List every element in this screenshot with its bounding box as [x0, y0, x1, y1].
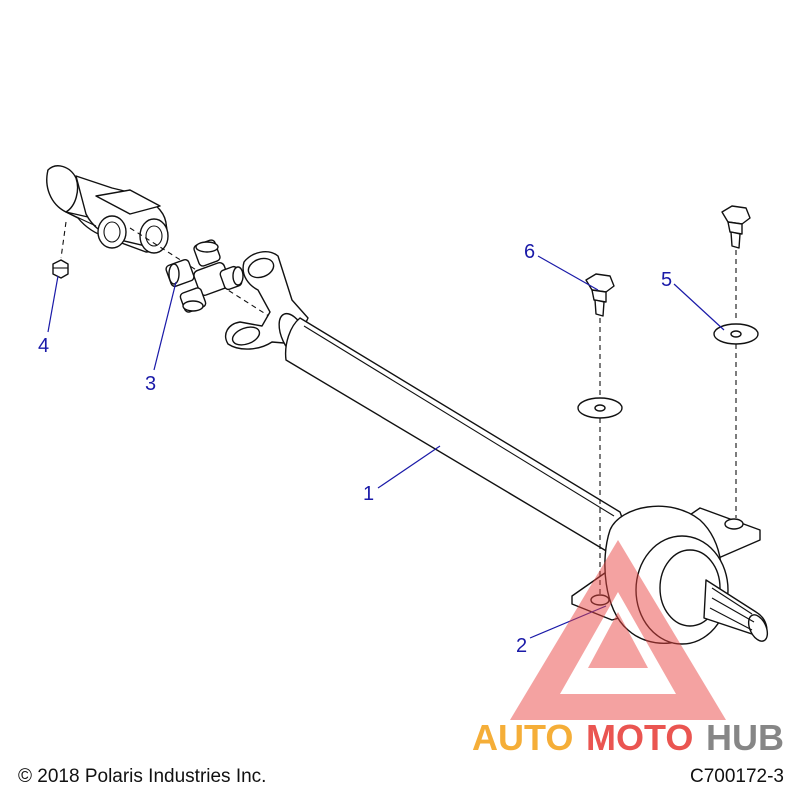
yoke-tube-assembly	[46, 165, 169, 254]
carrier-bearing	[571, 505, 769, 645]
callout-6-label: 6	[524, 241, 535, 263]
callout-4: 4	[38, 275, 59, 357]
callout-6: 6	[524, 241, 599, 291]
callout-5-label: 5	[661, 269, 672, 291]
drive-shaft	[224, 251, 624, 553]
callout-3: 3	[145, 281, 177, 395]
bolt-left	[585, 273, 615, 396]
diagram-code: C700172-3	[689, 766, 784, 787]
copyright-text: © 2018 Polaris Industries Inc.	[18, 766, 267, 787]
watermark-moto: MOTO	[586, 717, 693, 758]
callout-1-label: 1	[363, 483, 374, 505]
u-joint-cross	[165, 239, 244, 313]
washer-right	[713, 323, 759, 518]
bolt-right	[721, 205, 751, 320]
callout-3-label: 3	[145, 373, 156, 395]
washer-left	[577, 397, 623, 594]
watermark-auto: AUTO	[472, 717, 573, 758]
grease-fitting	[52, 221, 69, 279]
watermark-logo: AUTO MOTO HUB	[472, 540, 784, 758]
callout-2-label: 2	[516, 635, 527, 657]
callout-1: 1	[363, 445, 441, 505]
callout-4-label: 4	[38, 335, 49, 357]
callout-5: 5	[661, 269, 725, 331]
watermark-hub: HUB	[706, 717, 784, 758]
callout-2: 2	[516, 605, 607, 657]
